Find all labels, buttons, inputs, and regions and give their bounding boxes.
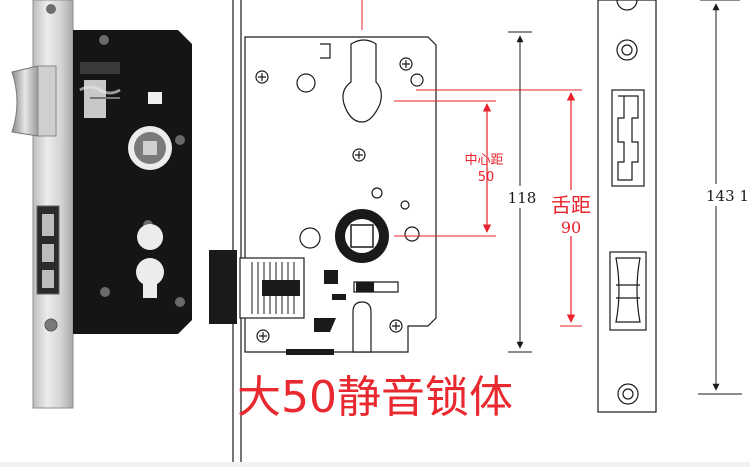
faceplate-screw-hole-lower [617, 383, 639, 405]
deadbolt-teeth [42, 214, 54, 288]
latch-distance-label: 舌距 [551, 193, 591, 217]
latch-bolt-photo [11, 65, 39, 137]
faceplate-latch-slot [609, 251, 647, 331]
case-window [148, 92, 162, 104]
drawing-centerlines [361, 0, 582, 237]
faceplate-screw-hole-top [46, 4, 56, 14]
faceplate-drawing [597, 0, 657, 413]
bottom-edge [0, 462, 750, 467]
lock-case-photo [73, 30, 192, 334]
center-distance-label: 中心距 [464, 153, 503, 168]
drawing-top-keyhole [342, 39, 382, 123]
caption-title: 大50静音锁体 [237, 372, 513, 423]
faceplate-height-value: 143 1 [706, 187, 749, 205]
latch-opening [37, 65, 57, 137]
faceplate-outline [597, 0, 657, 413]
latch-distance-value: 90 [561, 218, 581, 237]
drawing-screws [255, 57, 413, 343]
faceplate-photo [32, 0, 74, 409]
drawing-latch-bolt [209, 250, 305, 324]
center-distance-value: 50 [478, 170, 495, 185]
faceplate-screw-hole-upper [616, 39, 638, 61]
lock-body-photo [11, 0, 192, 409]
faceplate-screw-hole-bottom [44, 318, 58, 332]
lock-body-drawing [209, 0, 582, 467]
faceplate-deadbolt-slot [611, 89, 645, 187]
overall-height-value: 118 [508, 189, 537, 207]
